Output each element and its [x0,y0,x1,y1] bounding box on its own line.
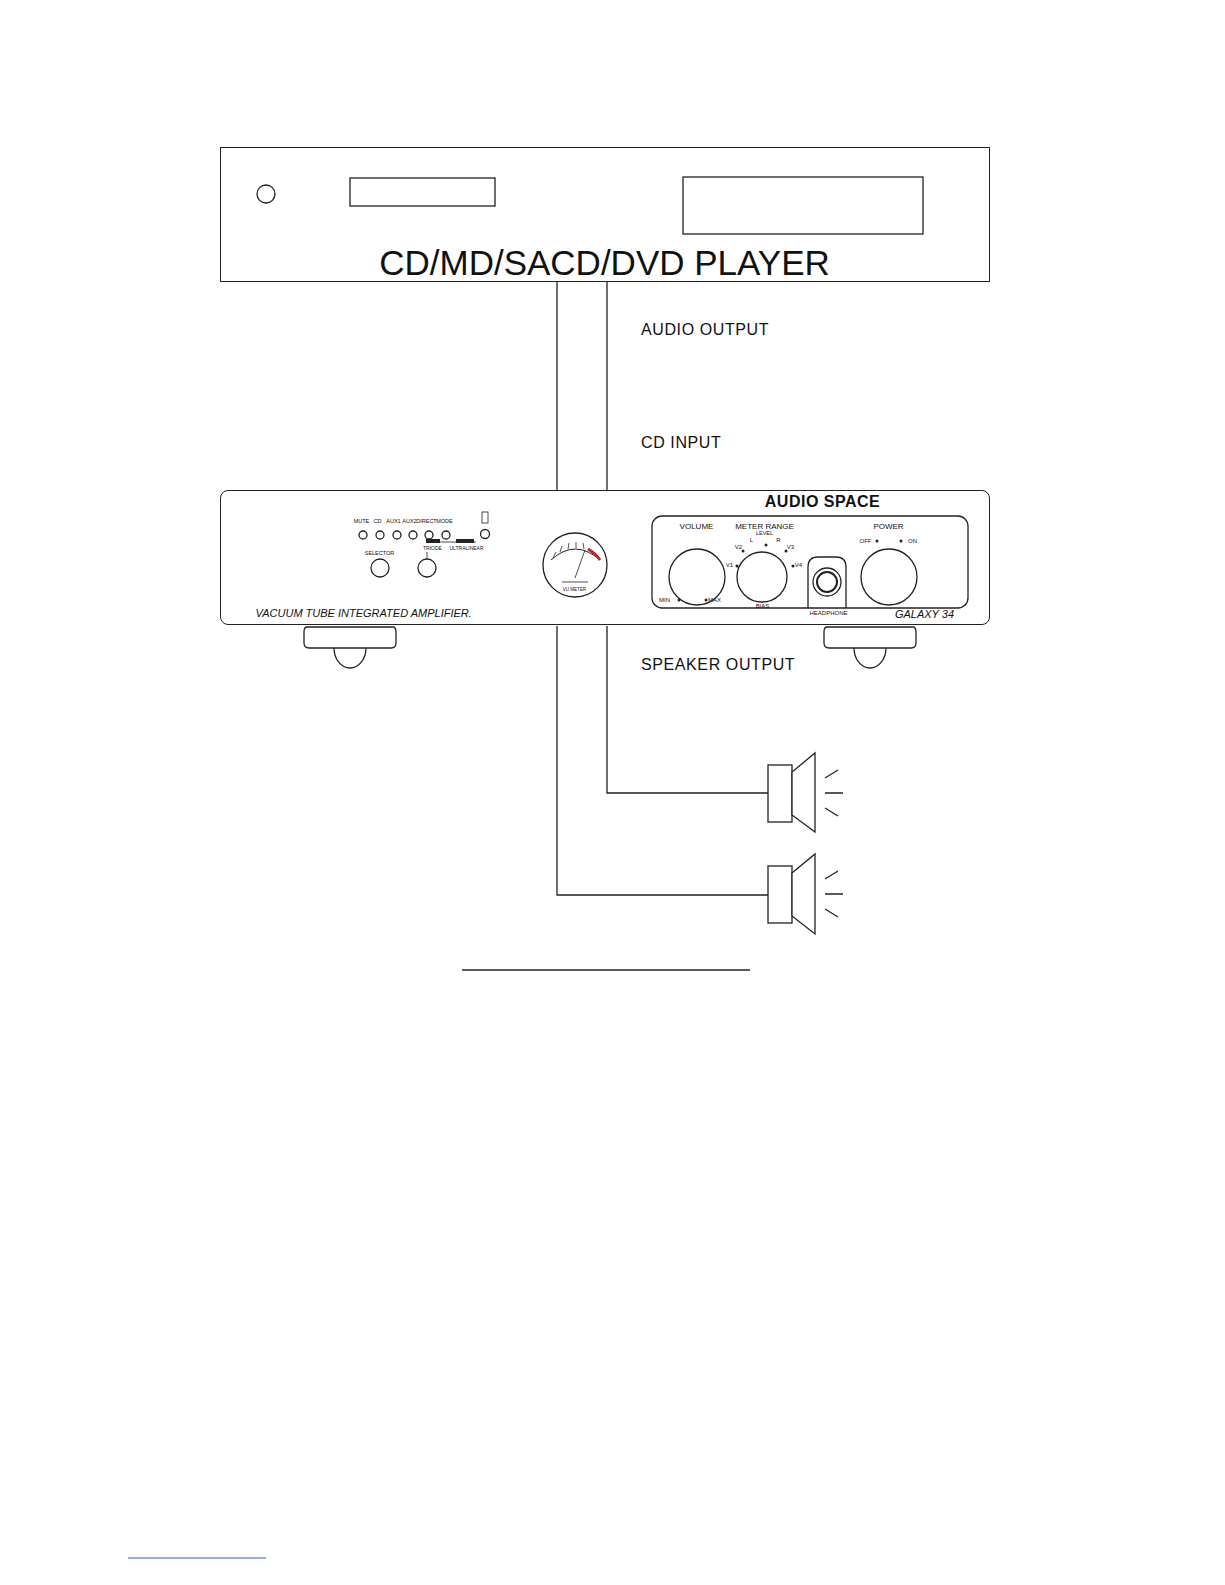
indicator-leds [359,512,490,539]
player-box: CD/MD/SACD/DVD PLAYER [220,147,990,282]
player-details [257,177,923,234]
speaker-symbol [792,753,815,832]
control-label: R [776,537,780,543]
control-label: ON [908,538,917,544]
control-label: CD [374,519,382,525]
amplifier-details [304,512,968,668]
connection-label: AUDIO OUTPUT [641,322,769,338]
rule-line [128,1558,266,1559]
model-name: GALAXY 34 [895,608,954,619]
control-label: V2 [735,544,742,550]
control-label: L [750,537,753,543]
volume-knob [669,549,725,605]
connection-label: SPEAKER OUTPUT [641,657,795,673]
control-label: ULTRALINEAR [449,545,483,550]
knob-dots [678,540,903,602]
speaker-wire [607,626,768,793]
speakers [768,753,843,934]
control-label: METER RANGE [735,523,794,531]
control-label: VU METER [563,587,586,592]
control-label: AUX2 [402,519,416,525]
control-label: MUTE [354,519,370,525]
control-label: VOLUME [680,523,714,531]
brand-name: AUDIO SPACE [765,494,880,510]
product-caption: VACUUM TUBE INTEGRATED AMPLIFIER. [256,607,472,618]
mode-button [418,559,436,577]
disc-tray [350,178,495,206]
control-label: DIRECT [416,519,436,525]
rule-line [462,969,750,970]
signal-cable [606,282,607,490]
signal-cable [556,282,557,490]
selector-button [371,559,389,577]
vu-meter [543,533,607,597]
power-button [257,185,275,203]
control-label: BIAS [756,603,770,609]
control-label: HEADPHONE [809,610,847,616]
headphone-jack [813,568,841,596]
control-label: V3 [787,544,794,550]
control-label: V4 [795,562,802,568]
connection-label: CD INPUT [641,435,721,451]
power-knob [861,549,917,605]
feet [304,627,916,668]
meter-range-knob [737,552,787,602]
control-label: MIN [659,597,670,603]
device-name: CD/MD/SACD/DVD PLAYER [379,244,830,279]
headphone-surround [808,557,846,608]
speaker-symbol [792,854,815,934]
control-label: OFF [860,538,872,544]
control-label: AUX1 [386,519,400,525]
speaker-symbol [768,866,792,923]
control-label: SELECTOR [365,551,395,557]
control-label: MODE [436,519,453,525]
control-label: MAX [708,597,721,603]
control-panel [652,516,968,608]
control-label: POWER [873,523,903,531]
control-label: TRIODE [423,545,442,550]
control-label: V1 [726,562,733,568]
display-window [683,177,923,234]
speaker-symbol [768,765,792,822]
amplifier-box: AUDIO SPACE MUTE CD AUX1AUX2DIRECTMODE SELEC… [220,490,990,625]
control-label: LEVEL [756,531,773,537]
